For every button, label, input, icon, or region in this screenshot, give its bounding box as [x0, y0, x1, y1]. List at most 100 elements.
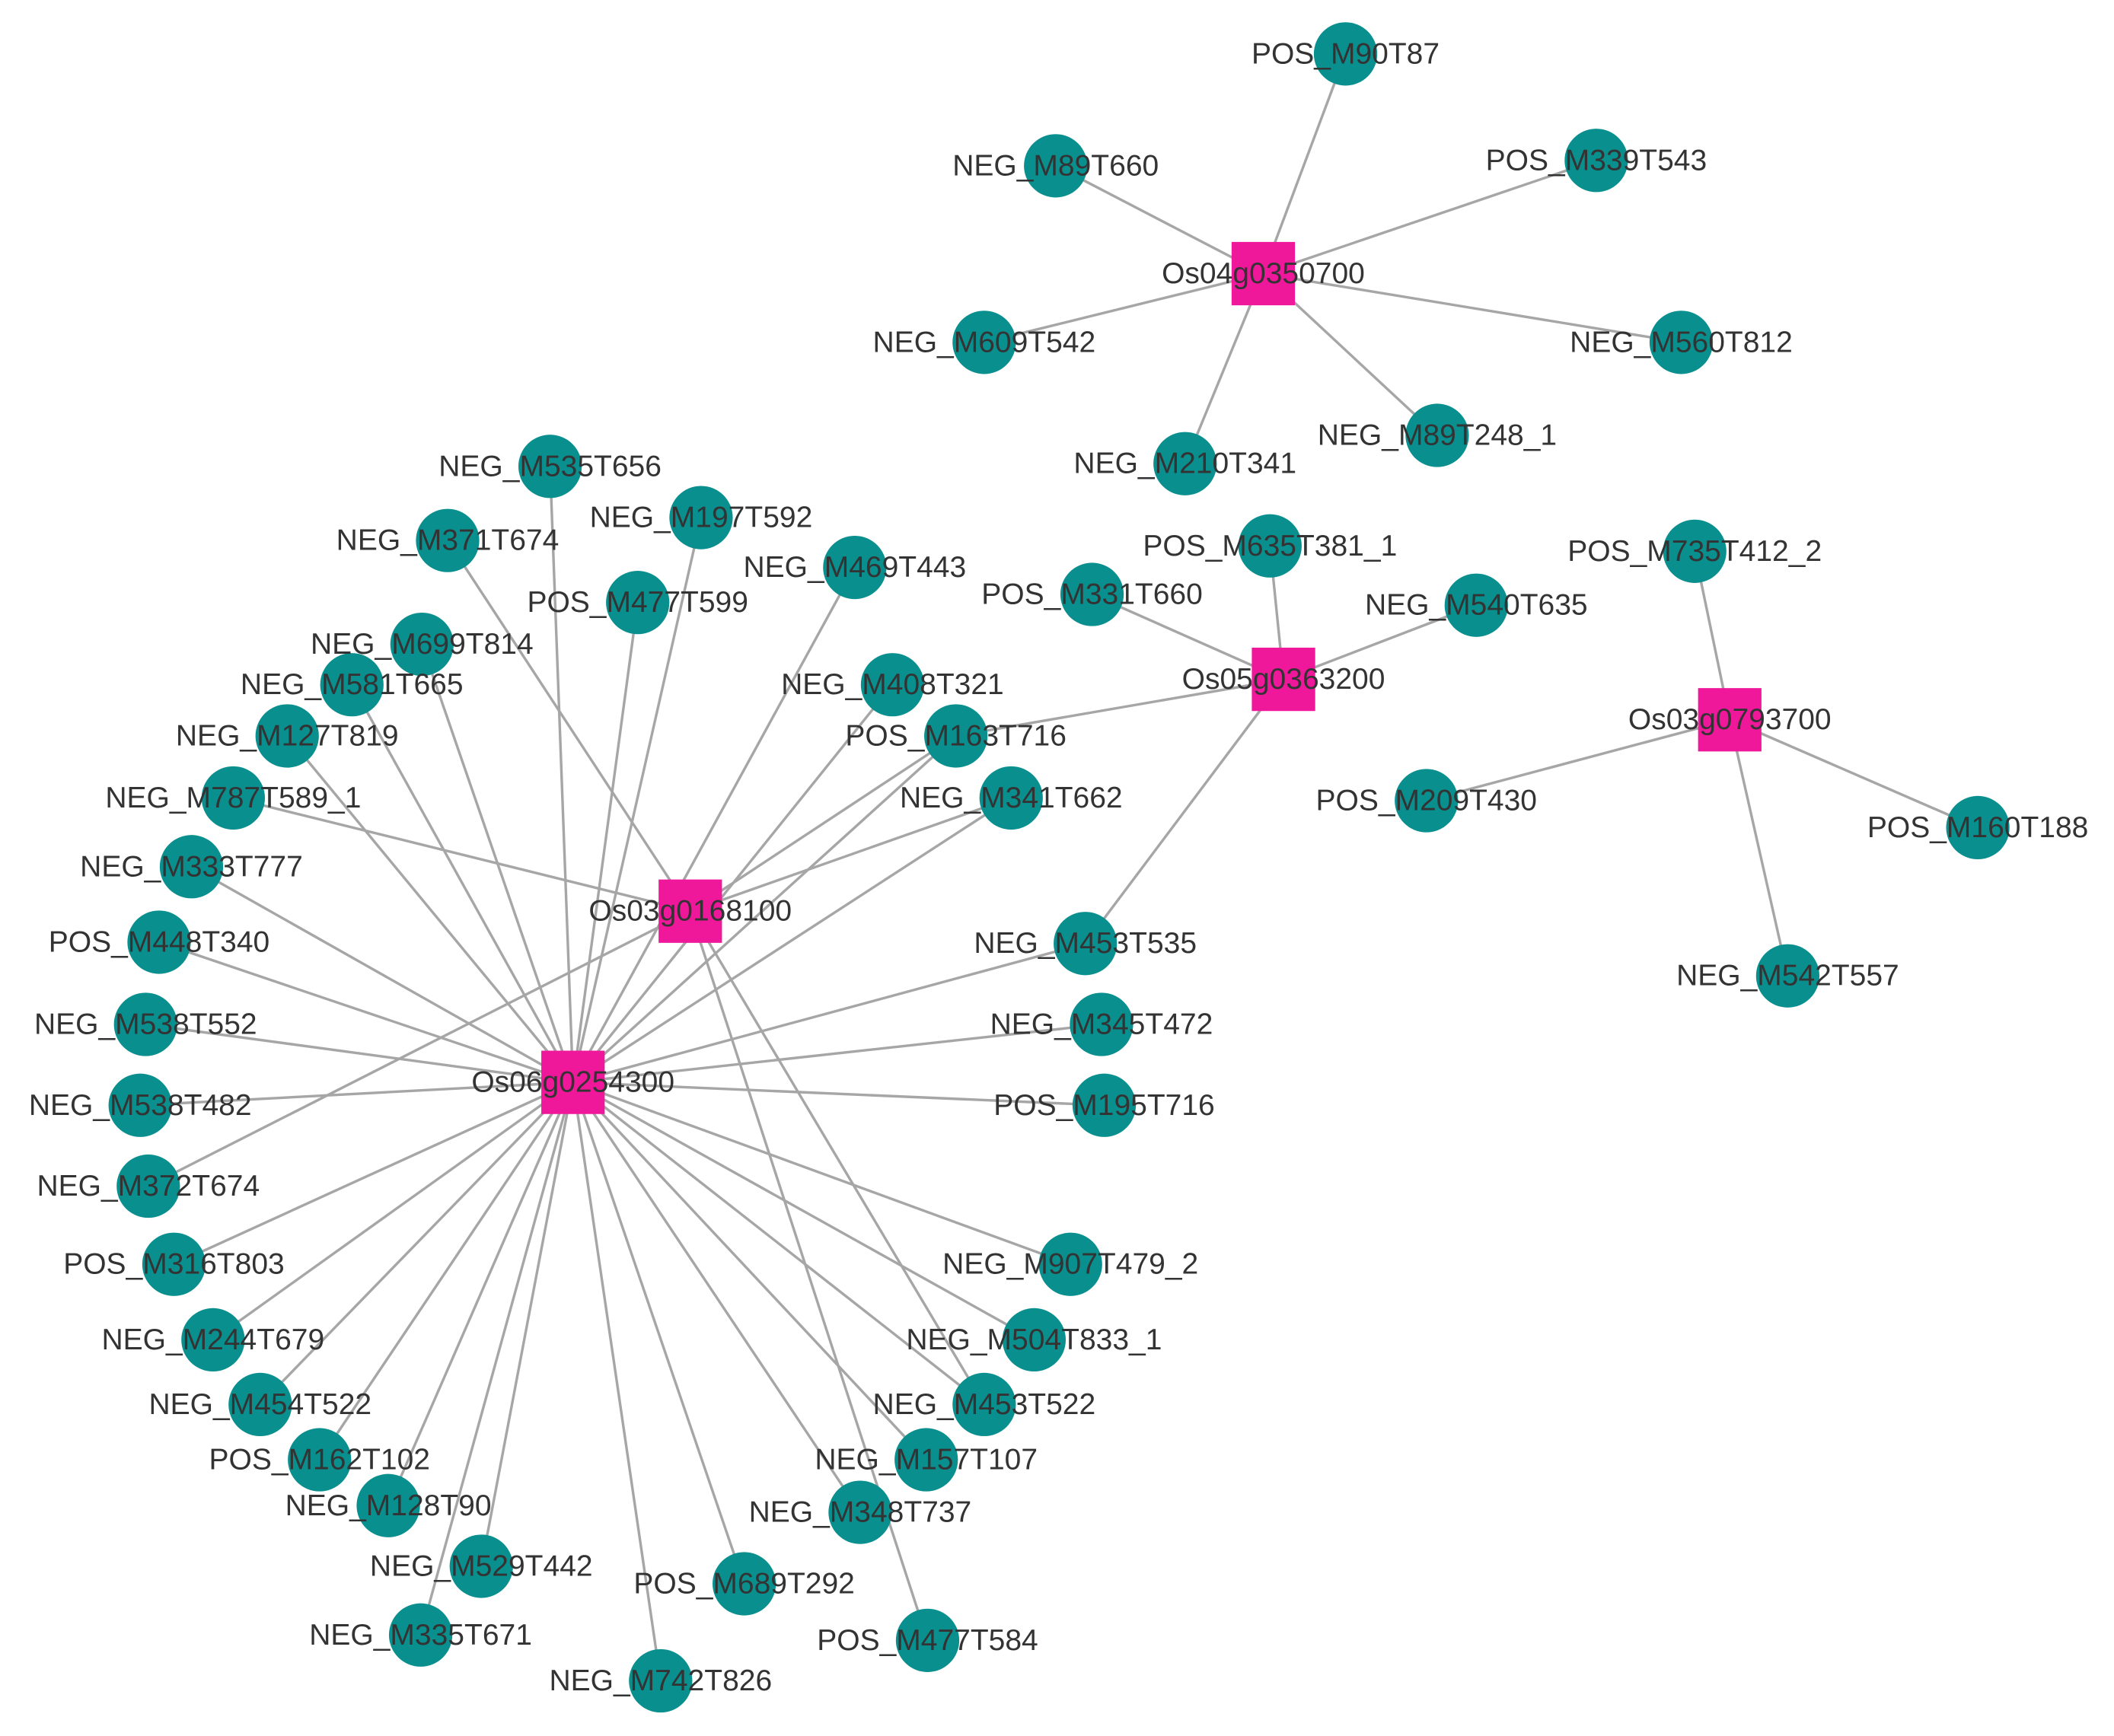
metabolite-node-neg-m699t814[interactable]	[390, 612, 454, 677]
metabolite-node-neg-m535t656[interactable]	[518, 435, 582, 499]
edge-os04g0350700-neg-m560t812	[1263, 272, 1682, 344]
metabolite-node-neg-m371t674[interactable]	[416, 508, 480, 572]
edge-os06g0254300-pos-m448t340	[158, 941, 574, 1084]
edge-os06g0254300-pos-m477t599	[572, 602, 639, 1083]
metabolite-node-neg-m787t589-1[interactable]	[201, 766, 266, 830]
gene-node-os06g0254300[interactable]	[541, 1050, 605, 1114]
gene-label-os03g0168100: Os03g0168100	[588, 895, 792, 928]
metabolite-node-pos-m331t660[interactable]	[1060, 562, 1124, 626]
metabolite-label-pos-m448t340: POS_M448T340	[49, 925, 270, 958]
edge-os05g0363200-pos-m163t716	[955, 677, 1284, 737]
metabolite-label-neg-m157t107: NEG_M157T107	[815, 1444, 1038, 1476]
metabolite-node-neg-m742t826[interactable]	[629, 1648, 693, 1713]
metabolite-node-neg-m907t479-2[interactable]	[1038, 1232, 1102, 1296]
metabolite-node-pos-m689t292[interactable]	[712, 1552, 776, 1616]
metabolite-label-neg-m535t656: NEG_M535T656	[438, 450, 662, 483]
edge-os06g0254300-neg-m345t472	[572, 1023, 1102, 1084]
edge-os03g0168100-neg-m372t674	[148, 909, 691, 1188]
metabolite-label-pos-m477t599: POS_M477T599	[527, 586, 748, 619]
metabolite-node-neg-m453t522[interactable]	[952, 1372, 1016, 1437]
edge-os03g0793700-pos-m209t430	[1426, 718, 1730, 802]
metabolite-node-neg-m345t472[interactable]	[1070, 992, 1134, 1056]
metabolite-node-neg-m408t321[interactable]	[860, 653, 925, 717]
metabolite-node-pos-m477t584[interactable]	[895, 1608, 960, 1672]
edge-os06g0254300-neg-m504t833-1	[572, 1081, 1035, 1341]
metabolite-node-neg-m333t777[interactable]	[159, 835, 224, 899]
metabolite-node-neg-m372t674[interactable]	[116, 1154, 180, 1218]
metabolite-node-neg-m341t662[interactable]	[979, 766, 1043, 830]
metabolite-label-neg-m453t522: NEG_M453T522	[873, 1388, 1096, 1421]
metabolite-node-neg-m348t737[interactable]	[828, 1480, 892, 1544]
metabolite-label-neg-m529t442: NEG_M529T442	[370, 1550, 593, 1582]
edge-os03g0168100-neg-m787t589-1	[232, 796, 691, 913]
metabolite-label-neg-m538t482: NEG_M538T482	[29, 1089, 252, 1122]
metabolite-node-neg-m128t90[interactable]	[356, 1473, 420, 1537]
metabolite-node-pos-m477t599[interactable]	[606, 571, 670, 635]
edge-os06g0254300-neg-m408t321	[572, 683, 894, 1084]
edge-os04g0350700-pos-m90t87	[1261, 53, 1347, 275]
metabolite-node-neg-m504t833-1[interactable]	[1002, 1308, 1067, 1372]
metabolite-label-neg-m560t812: NEG_M560T812	[1570, 326, 1793, 358]
metabolite-node-neg-m210t341[interactable]	[1153, 432, 1217, 495]
edge-os04g0350700-neg-m89t660	[1054, 164, 1264, 276]
edge-os06g0254300-neg-m341t662	[572, 797, 1012, 1084]
metabolite-node-pos-m209t430[interactable]	[1395, 769, 1459, 833]
metabolite-node-neg-m529t442[interactable]	[449, 1534, 513, 1598]
metabolite-node-neg-m454t522[interactable]	[228, 1372, 292, 1437]
edge-os06g0254300-pos-m689t292	[572, 1081, 746, 1585]
metabolite-label-neg-m609t542: NEG_M609T542	[873, 326, 1096, 358]
gene-label-os04g0350700: Os04g0350700	[1162, 257, 1365, 290]
gene-node-os04g0350700[interactable]	[1231, 241, 1296, 306]
metabolite-label-neg-m504t833-1: NEG_M504T833_1	[906, 1324, 1162, 1356]
metabolite-label-neg-m127t819: NEG_M127T819	[176, 719, 399, 752]
edge-os06g0254300-neg-m538t552	[145, 1023, 573, 1084]
metabolite-node-pos-m735t412-2[interactable]	[1663, 519, 1727, 583]
metabolite-node-neg-m157t107[interactable]	[894, 1428, 958, 1492]
gene-node-os05g0363200[interactable]	[1252, 647, 1315, 712]
edge-os03g0168100-neg-m341t662	[690, 796, 1012, 913]
metabolite-node-neg-m581t665[interactable]	[320, 653, 384, 717]
metabolite-node-neg-m540t635[interactable]	[1444, 573, 1508, 637]
metabolite-label-pos-m316t803: POS_M316T803	[63, 1248, 285, 1281]
gene-label-os05g0363200: Os05g0363200	[1182, 663, 1385, 696]
metabolite-label-pos-m160t188: POS_M160T188	[1867, 811, 2089, 844]
metabolite-node-neg-m538t552[interactable]	[113, 992, 177, 1056]
edge-os06g0254300-neg-m454t522	[259, 1081, 574, 1406]
metabolite-node-neg-m609t542[interactable]	[952, 311, 1016, 374]
metabolite-label-pos-m339t543: POS_M339T543	[1486, 144, 1707, 177]
edge-os05g0363200-neg-m453t535	[1084, 678, 1285, 944]
edge-os06g0254300-neg-m453t522	[572, 1081, 985, 1406]
metabolite-label-pos-m735t412-2: POS_M735T412_2	[1567, 535, 1822, 568]
metabolite-label-neg-m335t671: NEG_M335T671	[309, 1619, 532, 1652]
metabolite-node-neg-m560t812[interactable]	[1649, 311, 1714, 374]
gene-node-os03g0168100[interactable]	[658, 879, 722, 943]
metabolite-label-neg-m699t814: NEG_M699T814	[311, 628, 534, 661]
metabolite-node-neg-m538t482[interactable]	[108, 1073, 172, 1137]
metabolite-node-pos-m160t188[interactable]	[1946, 795, 2010, 860]
metabolite-node-neg-m244t679[interactable]	[181, 1308, 245, 1372]
metabolite-node-pos-m163t716[interactable]	[924, 704, 988, 768]
metabolite-node-pos-m195t716[interactable]	[1072, 1073, 1137, 1137]
metabolite-node-neg-m127t819[interactable]	[255, 704, 319, 768]
edge-os06g0254300-pos-m163t716	[572, 734, 957, 1084]
edge-os06g0254300-neg-m469t443	[572, 566, 856, 1083]
metabolite-node-pos-m162t102[interactable]	[288, 1428, 352, 1492]
metabolite-label-neg-m348t737: NEG_M348T737	[749, 1496, 972, 1529]
metabolite-node-pos-m90t87[interactable]	[1313, 22, 1378, 86]
metabolite-label-neg-m244t679: NEG_M244T679	[101, 1324, 324, 1356]
edge-os06g0254300-neg-m742t826	[572, 1081, 662, 1681]
metabolite-node-neg-m89t660[interactable]	[1024, 134, 1088, 198]
edge-os06g0254300-neg-m197t592	[572, 517, 703, 1083]
metabolite-node-neg-m335t671[interactable]	[388, 1603, 453, 1667]
metabolite-node-neg-m542t557[interactable]	[1755, 944, 1820, 1008]
metabolite-label-neg-m210t341: NEG_M210T341	[1073, 448, 1296, 480]
metabolite-node-pos-m635t381-1[interactable]	[1238, 514, 1302, 578]
metabolite-node-neg-m89t248-1[interactable]	[1405, 403, 1469, 467]
metabolite-node-pos-m448t340[interactable]	[127, 910, 191, 974]
metabolite-node-neg-m469t443[interactable]	[823, 535, 887, 600]
metabolite-node-pos-m339t543[interactable]	[1564, 129, 1628, 193]
gene-node-os03g0793700[interactable]	[1698, 688, 1762, 752]
metabolite-node-pos-m316t803[interactable]	[142, 1232, 206, 1296]
metabolite-node-neg-m453t535[interactable]	[1054, 912, 1118, 976]
metabolite-node-neg-m197t592[interactable]	[669, 486, 733, 549]
